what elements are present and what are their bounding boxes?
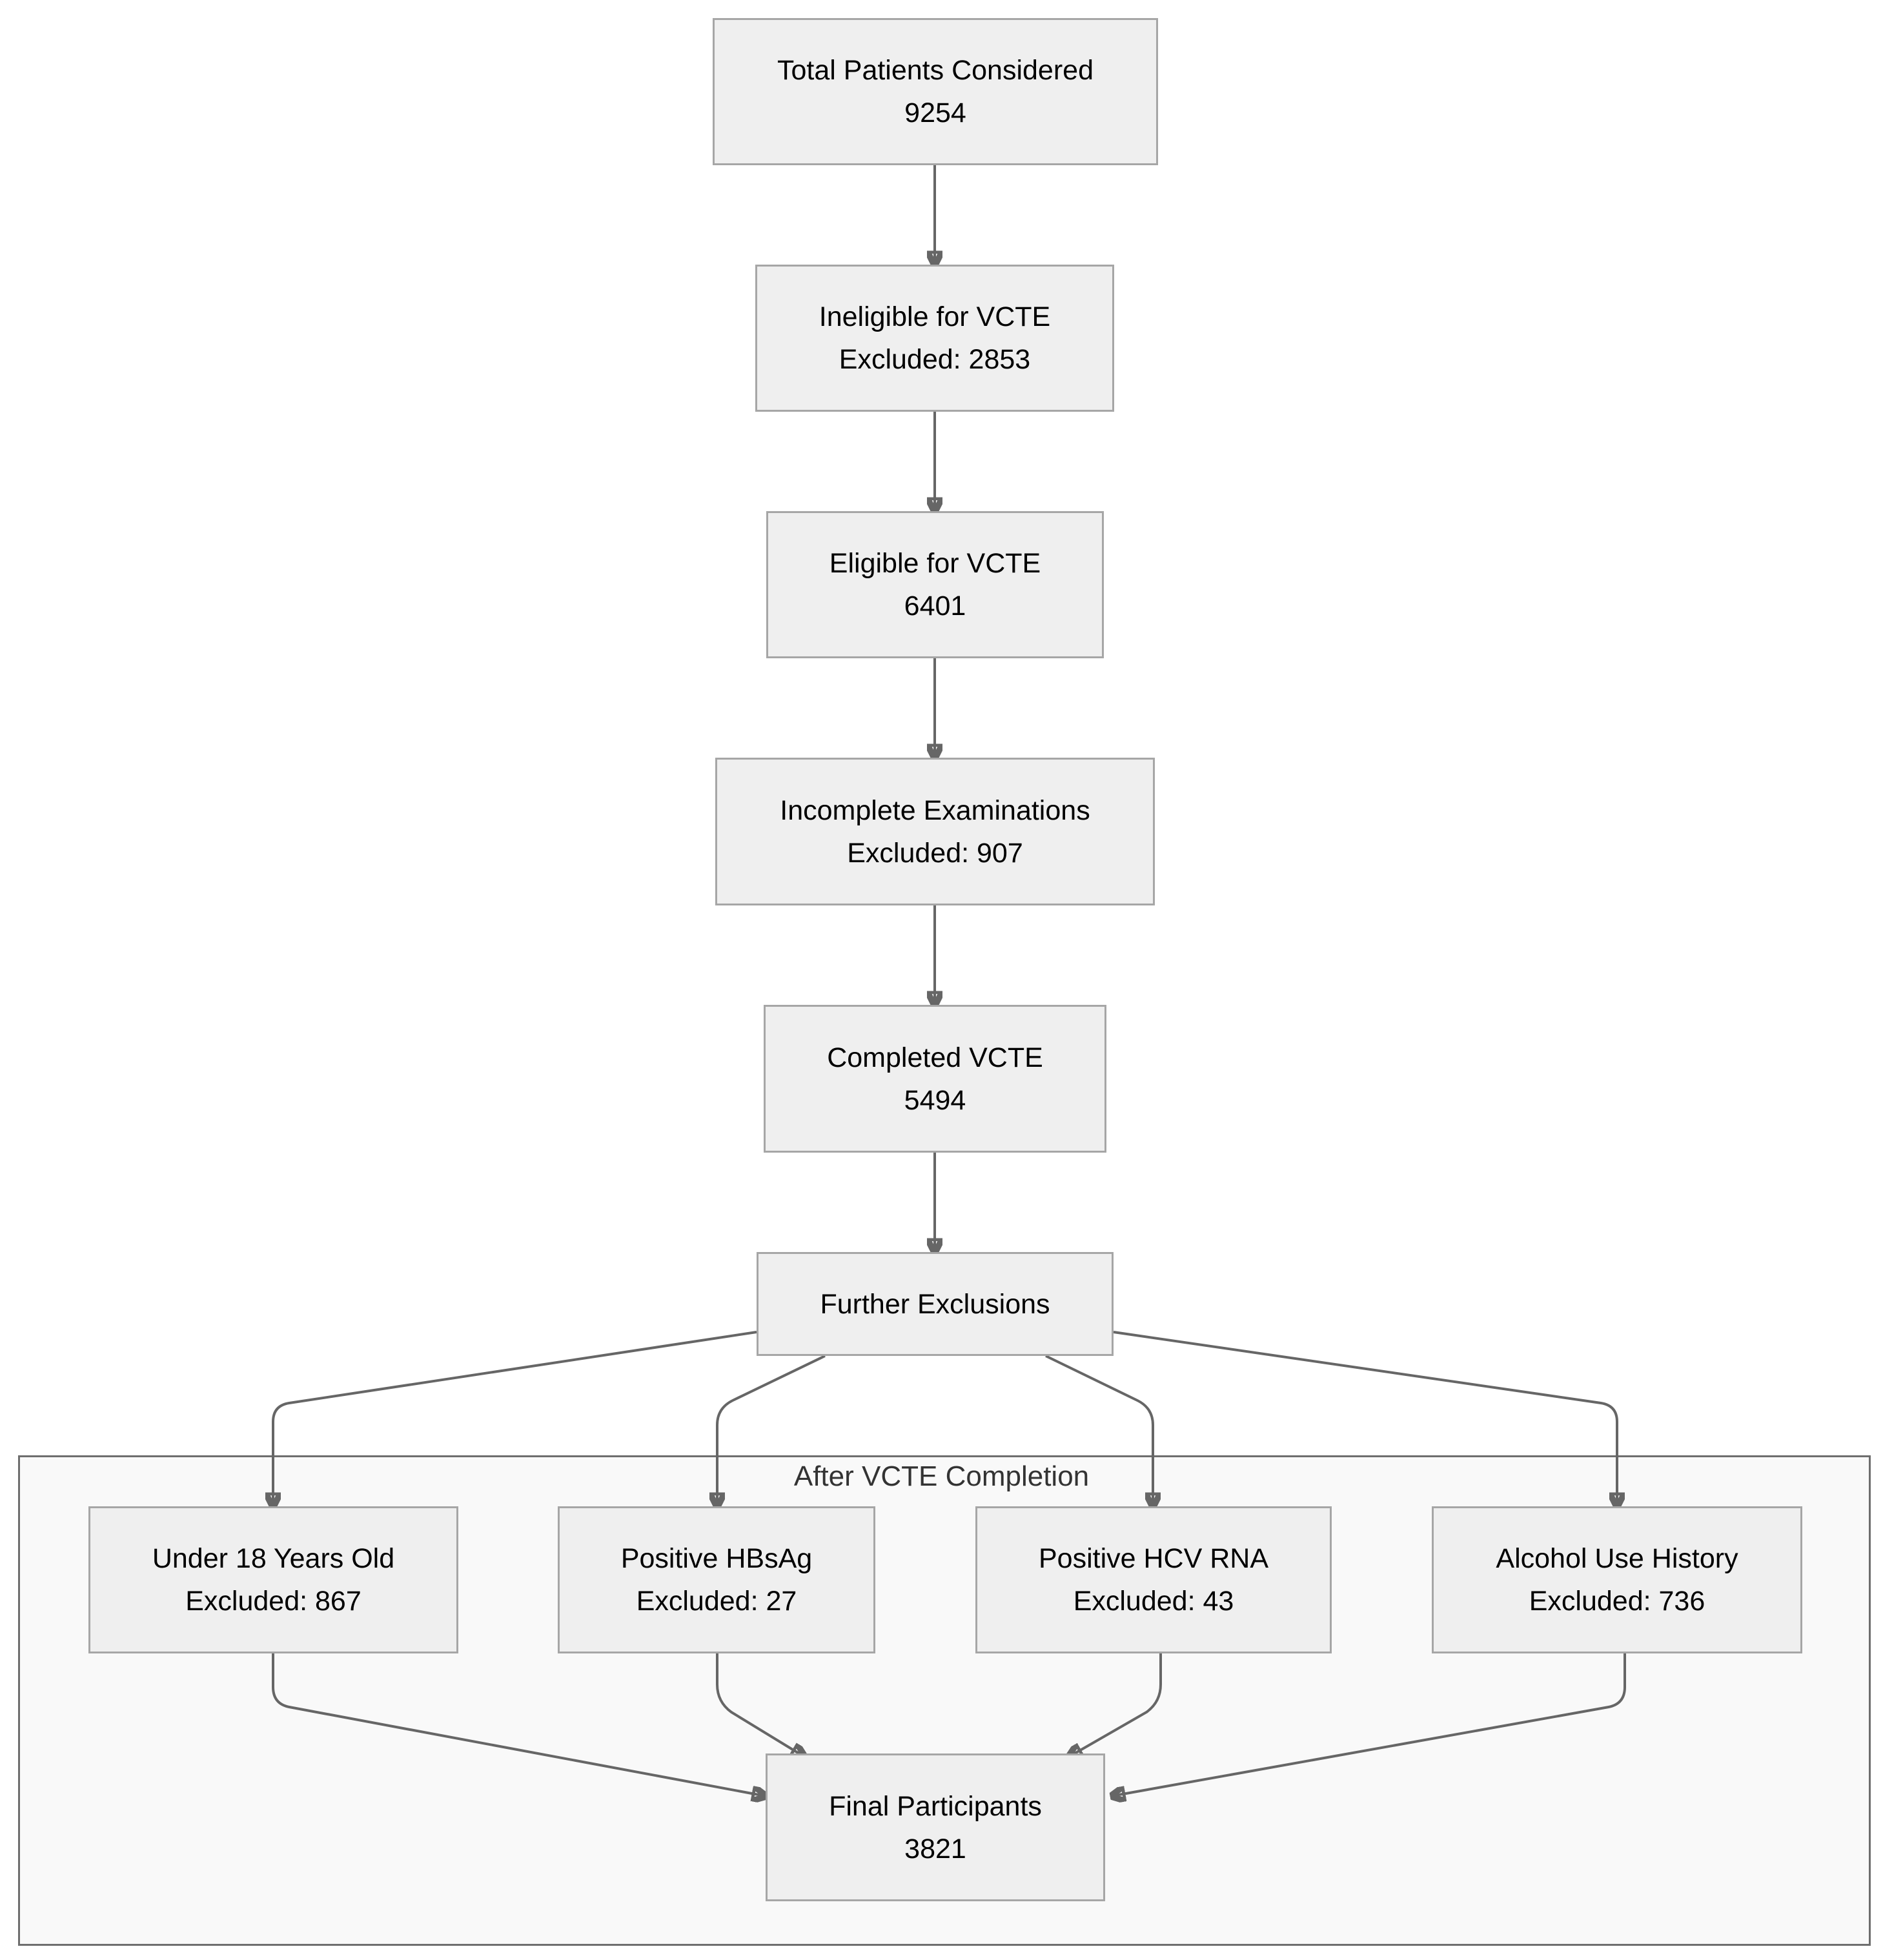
node-value: 3821 — [904, 1833, 966, 1864]
node-value: Excluded: 43 — [1073, 1586, 1234, 1617]
node-value: 9254 — [904, 97, 966, 128]
node-title: Total Patients Considered — [777, 55, 1094, 86]
node-final-participants: Final Participants 3821 — [766, 1753, 1105, 1901]
node-value: Excluded: 867 — [185, 1586, 361, 1617]
node-title: Positive HBsAg — [620, 1543, 813, 1574]
node-title: Completed VCTE — [827, 1042, 1043, 1073]
node-value: Excluded: 2853 — [839, 344, 1031, 375]
edge-further-to-under18 — [273, 1331, 757, 1506]
node-incomplete-examinations: Incomplete Examinations Excluded: 907 — [715, 758, 1155, 905]
node-title: Final Participants — [829, 1790, 1042, 1822]
edge-alcohol-to-final — [1112, 1653, 1626, 1796]
node-ineligible-for-vcte: Ineligible for VCTE Excluded: 2853 — [755, 265, 1114, 412]
node-completed-vcte: Completed VCTE 5494 — [764, 1005, 1106, 1153]
node-value: Excluded: 27 — [636, 1586, 797, 1617]
node-further-exclusions: Further Exclusions — [757, 1252, 1114, 1356]
node-title: Incomplete Examinations — [780, 794, 1090, 826]
node-value: Excluded: 736 — [1529, 1586, 1705, 1617]
edge-hcv-to-final — [1069, 1653, 1162, 1757]
node-under-18-years-old: Under 18 Years Old Excluded: 867 — [88, 1506, 458, 1653]
node-total-patients-considered: Total Patients Considered 9254 — [713, 18, 1158, 165]
node-title: Alcohol Use History — [1496, 1543, 1738, 1574]
edge-hbsag-to-final — [716, 1653, 804, 1757]
node-value: 6401 — [904, 591, 966, 621]
node-title: Ineligible for VCTE — [819, 301, 1051, 332]
node-title: Eligible for VCTE — [829, 548, 1041, 579]
node-positive-hcv-rna: Positive HCV RNA Excluded: 43 — [975, 1506, 1332, 1653]
edge-further-to-hcv — [1045, 1355, 1153, 1506]
edge-further-to-alcohol — [1113, 1331, 1617, 1506]
node-value: 5494 — [904, 1084, 966, 1116]
node-title: Positive HCV RNA — [1038, 1543, 1269, 1574]
edge-under18-to-final — [272, 1653, 766, 1796]
node-positive-hbsag: Positive HBsAg Excluded: 27 — [558, 1506, 875, 1653]
node-alcohol-use-history: Alcohol Use History Excluded: 736 — [1432, 1506, 1802, 1653]
edge-further-to-hbsag — [717, 1355, 826, 1506]
node-title: Further Exclusions — [820, 1288, 1050, 1320]
cluster-label: After VCTE Completion — [793, 1460, 1090, 1492]
node-title: Under 18 Years Old — [152, 1543, 395, 1574]
node-value: Excluded: 907 — [847, 837, 1023, 869]
node-eligible-for-vcte: Eligible for VCTE 6401 — [766, 511, 1104, 658]
